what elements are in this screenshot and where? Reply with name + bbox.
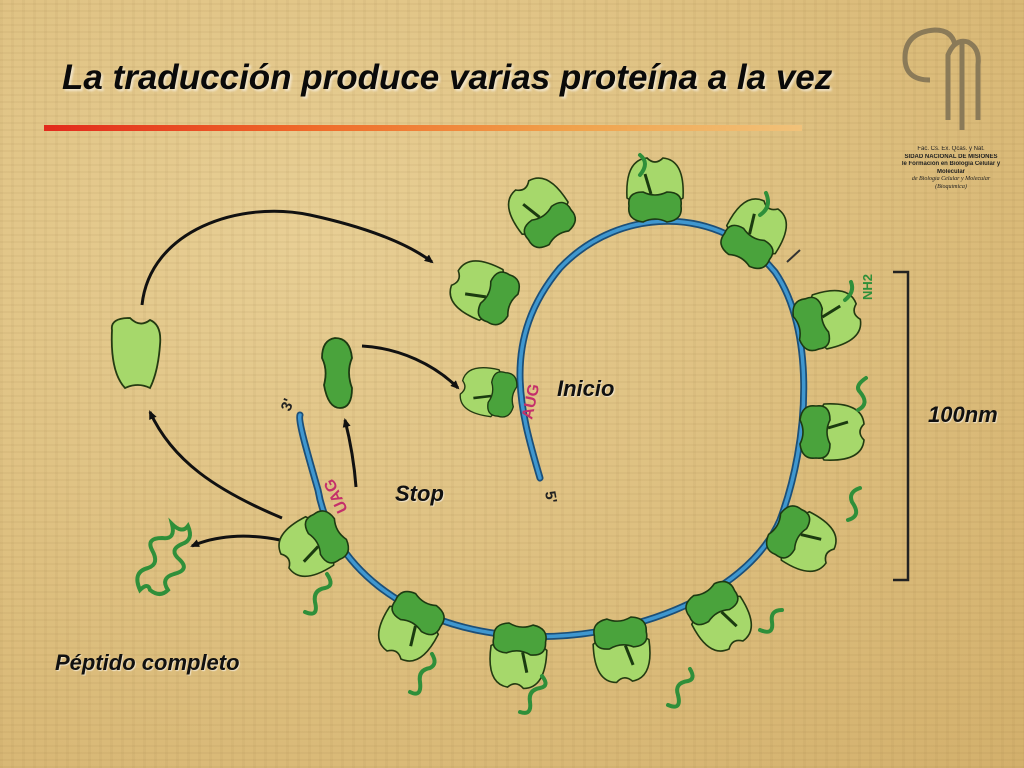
slide-title: La traducción produce varias proteína a … [62,58,833,97]
three-prime-label: 3' [278,396,298,413]
recycle-arrow-top [140,209,434,306]
logo-line: (Bioquímica) [935,183,967,190]
scale-bracket [893,270,910,582]
inicio-label: Inicio [557,376,615,401]
free-small-subunit [321,337,353,409]
logo-line: le Formación en Biología Celular y [901,161,1001,168]
nascent-peptides [303,153,868,715]
logo-line: Fac. Cs. Ex. Qcas. y Nat. [917,146,985,152]
free-large-subunit [110,317,162,390]
peptide-complete-label: Péptido completo [55,650,240,675]
peptide-release-arrow [190,534,281,548]
release-arrow-left [148,410,283,520]
recycle-arrow-subunit [361,344,460,390]
mrna-strand [296,217,808,641]
release-arrow-up [342,418,358,488]
logo-line: de Biología Celular y Molecular [911,176,991,183]
stop-label: Stop [395,481,444,506]
logo-line: SIDAD NACIONAL DE MISIONES [904,153,998,160]
university-logo-mark [902,27,981,130]
institution-text: Fac. Cs. Ex. Qcas. y Nat. SIDAD NACIONAL… [896,146,1006,192]
complete-peptide [135,517,192,596]
title-underline [44,125,802,131]
nh2-label: NH2 [860,274,875,300]
logo-line: Molecular [936,168,965,175]
scale-label: 100nm [928,402,998,427]
five-prime-label: 5' [541,490,560,505]
